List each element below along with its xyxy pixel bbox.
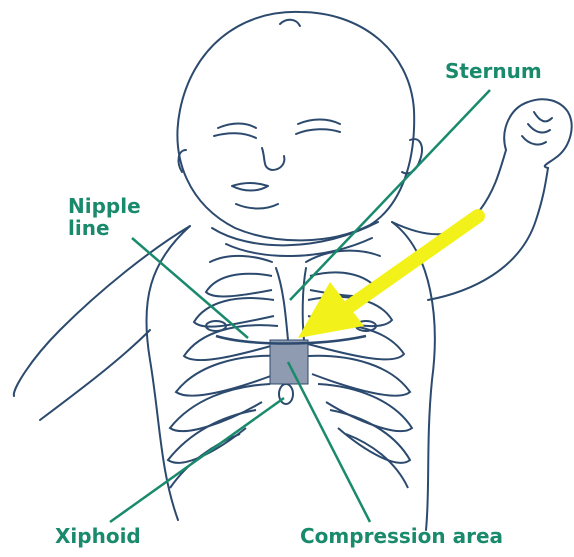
xiphoid-pointer-line (110, 398, 284, 522)
compression-area-pointer-line (288, 362, 370, 522)
left-eye-lid (218, 124, 256, 129)
sternum-pointer-line (290, 90, 490, 300)
nipple-line-label-line-2: line (68, 217, 141, 239)
xiphoid-label: Xiphoid (55, 525, 141, 547)
chin-line (236, 204, 278, 209)
compression-arrow (298, 216, 478, 338)
left-rib-4 (176, 356, 280, 396)
fist-finger-1 (534, 112, 552, 121)
compression-area-label: Compression area (300, 525, 503, 547)
right-clavicle (306, 251, 380, 262)
left-arm-top (14, 226, 190, 396)
nipple-line-label: Nipple line (68, 195, 141, 239)
right-rib-6 (330, 410, 410, 463)
sternum-bone (276, 268, 306, 340)
fist-finger-3 (522, 136, 546, 144)
mouth (232, 183, 268, 191)
left-arm-bottom (40, 330, 150, 420)
left-rib-1 (206, 274, 272, 297)
right-eye (296, 129, 340, 134)
right-fist (504, 99, 571, 168)
left-rib-7 (170, 434, 240, 488)
left-rib-6 (168, 410, 256, 463)
fist-finger-2 (528, 124, 550, 132)
left-clavicle (210, 256, 272, 262)
hair-detail (280, 20, 300, 26)
nipple-line-label-line-1: Nipple (68, 195, 141, 217)
left-eye (214, 133, 256, 138)
sternum-label: Sternum (445, 60, 542, 82)
right-eye-lid (298, 120, 340, 125)
right-rib-4 (308, 356, 410, 396)
nose (262, 148, 284, 170)
